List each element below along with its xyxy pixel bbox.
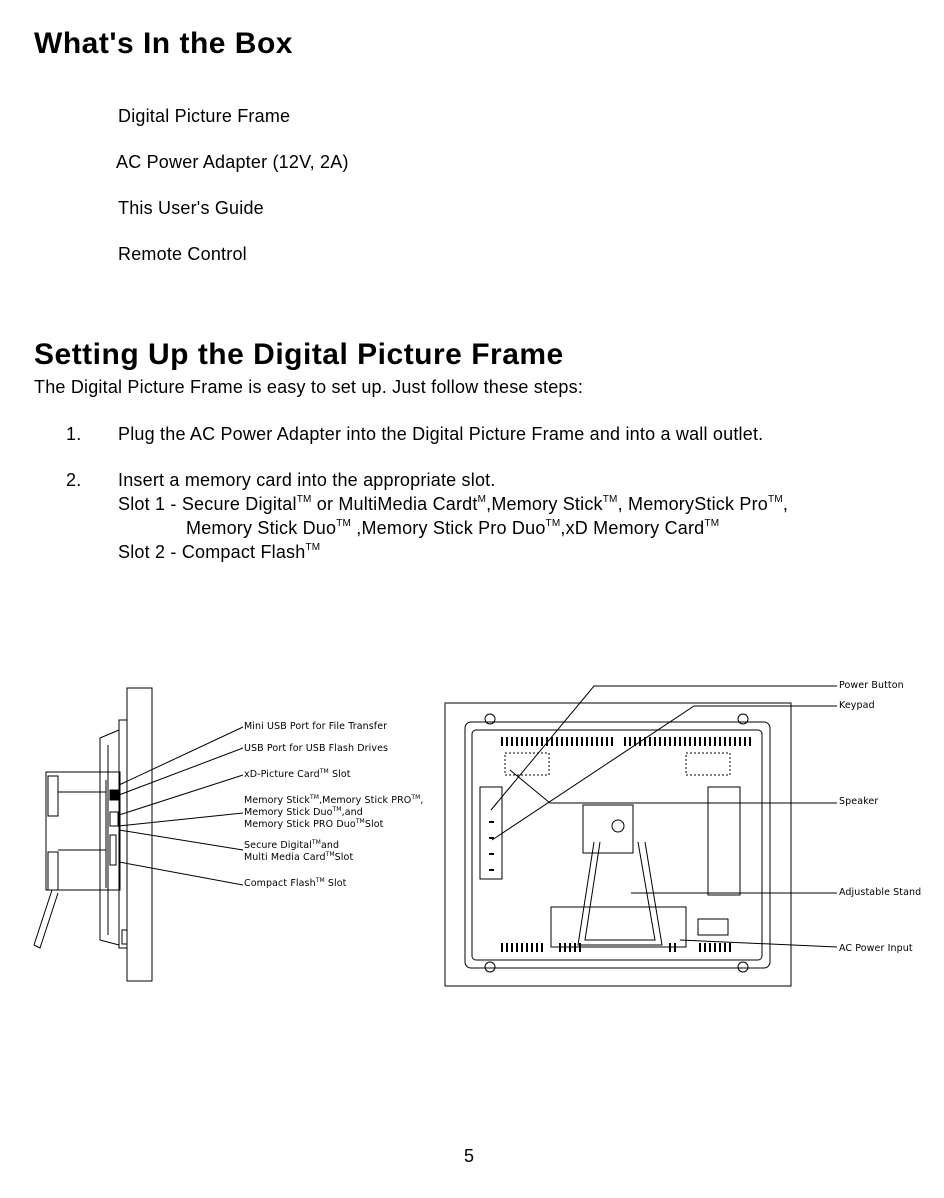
slot-1-line: Slot 1 - Secure DigitalTM or MultiMedia …	[118, 494, 789, 514]
label-usb-port: USB Port for USB Flash Drives	[244, 743, 389, 754]
label-adjustable-stand: Adjustable Stand	[839, 887, 922, 898]
box-item-frame: Digital Picture Frame	[118, 106, 291, 126]
label-speaker: Speaker	[839, 796, 879, 807]
label-multi-media-card: Multi Media CardTMSlot	[244, 851, 354, 863]
label-memory-stick-duo: Memory Stick DuoTM,and	[244, 806, 363, 818]
label-keypad: Keypad	[839, 700, 875, 711]
side-view-illustration	[33, 687, 153, 982]
label-mini-usb: Mini USB Port for File Transfer	[244, 721, 388, 732]
label-memory-stick-pro-duo: Memory Stick PRO DuoTMSlot	[244, 818, 384, 830]
step-1-text: Plug the AC Power Adapter into the Digit…	[118, 424, 764, 444]
label-memory-stick: Memory StickTM,Memory Stick PROTM,	[244, 794, 424, 806]
step-2-text: Insert a memory card into the appropriat…	[118, 470, 496, 490]
slot-1-line-2: Memory Stick DuoTM ,Memory Stick Pro Duo…	[186, 518, 720, 538]
label-xd-slot: xD-Picture CardTM Slot	[244, 768, 351, 780]
page-number: 5	[464, 1146, 475, 1166]
label-compact-flash: Compact FlashTM Slot	[244, 877, 347, 889]
box-item-adapter: AC Power Adapter (12V, 2A)	[116, 152, 349, 172]
step-1-number: 1.	[66, 424, 82, 444]
step-2-number: 2.	[66, 470, 82, 490]
box-title: What's In the Box	[34, 27, 293, 60]
slot-2-line: Slot 2 - Compact FlashTM	[118, 542, 321, 562]
label-secure-digital: Secure DigitalTMand	[244, 839, 340, 851]
label-ac-power-input: AC Power Input	[839, 943, 913, 954]
box-item-remote: Remote Control	[118, 244, 247, 264]
setup-title: Setting Up the Digital Picture Frame	[34, 338, 564, 371]
setup-intro: The Digital Picture Frame is easy to set…	[34, 377, 584, 397]
label-power-button: Power Button	[839, 680, 904, 691]
box-item-guide: This User's Guide	[118, 198, 264, 218]
